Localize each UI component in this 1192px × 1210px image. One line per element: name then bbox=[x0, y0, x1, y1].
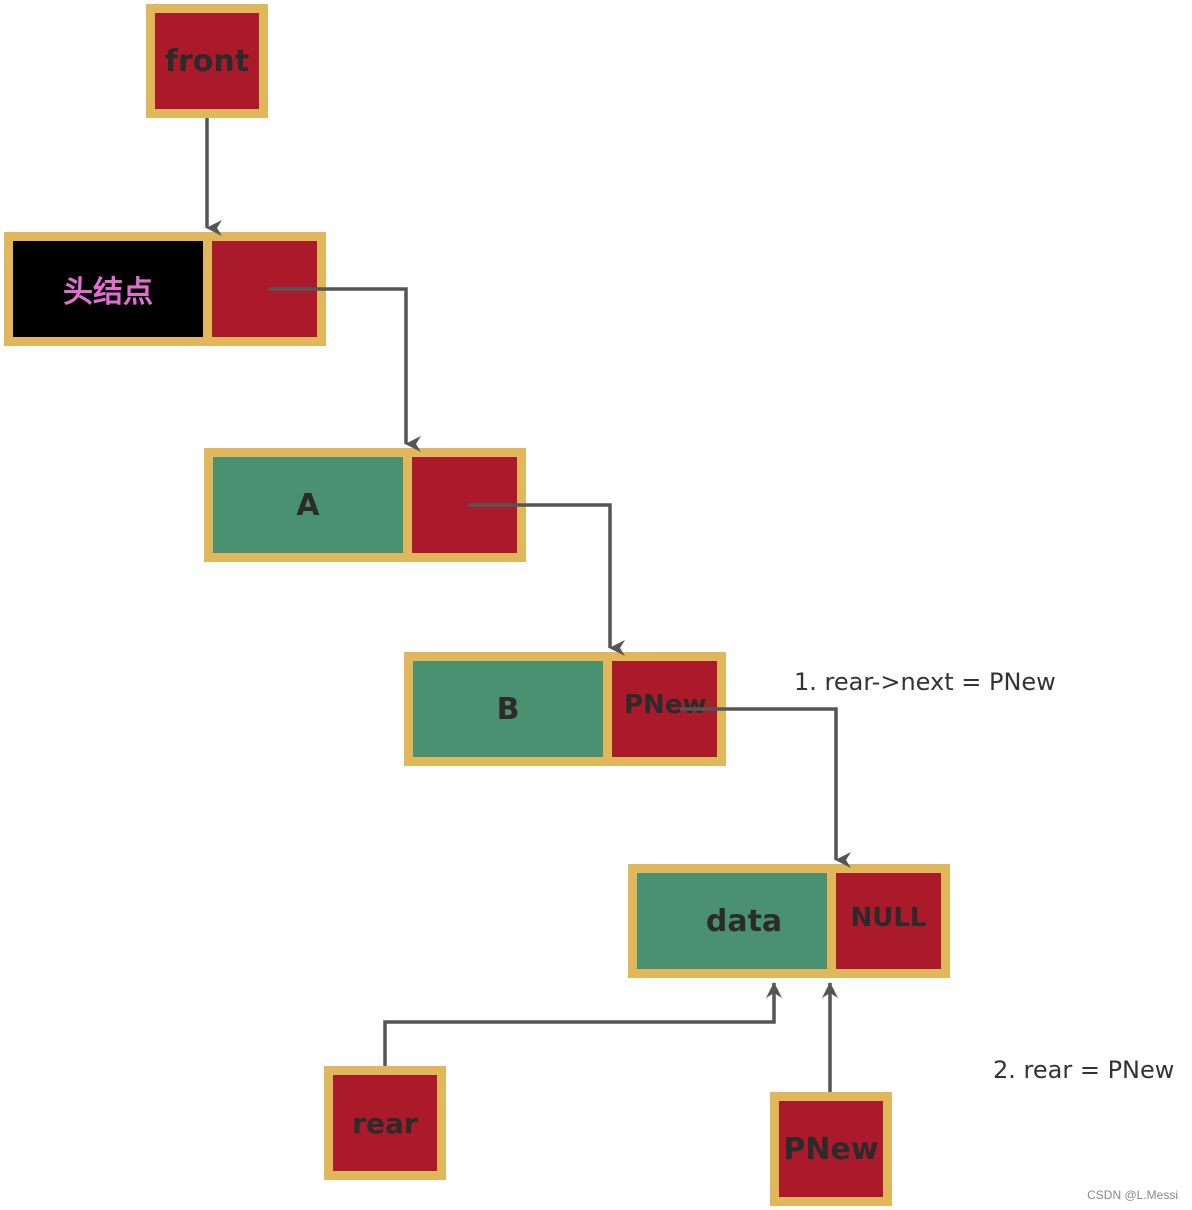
node-a-label: A bbox=[296, 487, 320, 523]
node-b-label: B bbox=[496, 691, 520, 727]
node-a: A bbox=[204, 448, 526, 562]
new-node-next-cell: NULL bbox=[827, 873, 941, 969]
head-next-cell bbox=[203, 241, 317, 337]
rear-pointer-box: rear bbox=[324, 1066, 446, 1180]
node-a-data-cell: A bbox=[213, 457, 403, 553]
step1-annotation: 1. rear->next = PNew bbox=[794, 668, 1056, 696]
new-node-next-label: NULL bbox=[850, 903, 927, 933]
front-label: front bbox=[164, 43, 250, 79]
node-b-data-cell: B bbox=[413, 661, 603, 757]
step2-annotation: 2. rear = PNew bbox=[993, 1056, 1175, 1084]
rear-label: rear bbox=[352, 1106, 418, 1140]
new-node-data-label: data bbox=[705, 903, 783, 939]
head-node: 头结点 bbox=[4, 232, 326, 346]
node-b: B PNew bbox=[404, 652, 726, 766]
new-node-data-cell: data bbox=[637, 873, 827, 969]
new-node: data NULL bbox=[628, 864, 950, 978]
watermark: CSDN @L.Messi bbox=[1087, 1188, 1178, 1202]
head-node-label: 头结点 bbox=[63, 275, 153, 310]
pnew-pointer-box: PNew bbox=[770, 1092, 892, 1206]
head-data-cell: 头结点 bbox=[13, 241, 203, 337]
arrow-rear-to-new bbox=[383, 982, 782, 1066]
node-a-next-cell bbox=[403, 457, 517, 553]
node-b-next-label: PNew bbox=[624, 690, 707, 720]
node-b-next-cell: PNew bbox=[603, 661, 717, 757]
front-pointer-box: front bbox=[146, 4, 268, 118]
pnew-label: PNew bbox=[783, 1131, 879, 1167]
